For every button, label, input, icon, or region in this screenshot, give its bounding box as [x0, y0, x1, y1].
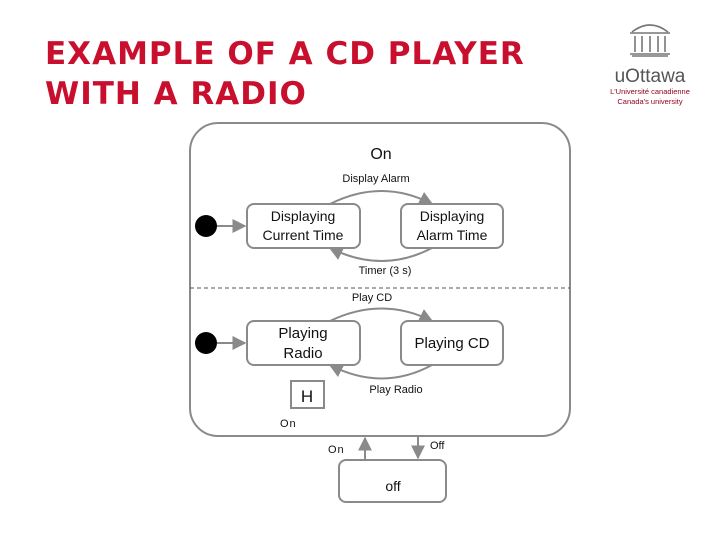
history-state-label: H [301, 387, 313, 406]
logo-tagline-1: L'Université canadienne [610, 87, 690, 96]
state-displaying-alarm-time-line2: Alarm Time [417, 227, 488, 243]
transition-timer-label: Timer (3 s) [359, 265, 412, 277]
slide-title: EXAMPLE OF A CD PLAYER WITH A RADIO [45, 34, 525, 114]
state-displaying-current-time [246, 203, 361, 249]
state-off-label: off [385, 478, 400, 494]
state-playing-cd [400, 320, 504, 366]
building-icon [630, 24, 670, 57]
transition-on-label: On [328, 444, 345, 456]
uottawa-logo: uOttawa L'Université canadienne Canada's… [600, 12, 700, 112]
state-displaying-alarm-time-line1: Displaying [420, 208, 485, 224]
transition-off-label: Off [430, 440, 445, 452]
initial-state-bottom [195, 332, 217, 354]
state-playing-radio-line2: Radio [283, 345, 322, 362]
transition-timer [328, 247, 433, 262]
state-displaying-current-time-line1: Displaying [271, 208, 336, 224]
state-off [338, 459, 447, 503]
transition-display-alarm-label: Display Alarm [342, 173, 409, 185]
logo-tagline-2: Canada's university [617, 97, 682, 106]
state-playing-radio-line1: Playing [278, 325, 327, 342]
transition-play-cd [329, 307, 434, 322]
state-displaying-alarm-time [400, 203, 504, 249]
transition-play-radio-label: Play Radio [369, 384, 422, 396]
initial-state-top [195, 215, 217, 237]
logo-wordmark: uOttawa [615, 66, 686, 87]
transition-display-alarm [329, 190, 434, 205]
transition-play-cd-label: Play CD [352, 292, 392, 304]
title-line-2: WITH A RADIO [45, 76, 307, 112]
state-playing-cd-label: Playing CD [414, 335, 489, 352]
on-transition-inner-label: On [280, 418, 297, 430]
transition-play-radio [328, 364, 433, 380]
state-playing-radio [246, 320, 361, 366]
history-state [290, 380, 325, 409]
state-displaying-current-time-line2: Current Time [263, 227, 344, 243]
on-composite-label: On [370, 146, 391, 163]
title-line-1: EXAMPLE OF A CD PLAYER [45, 36, 525, 72]
